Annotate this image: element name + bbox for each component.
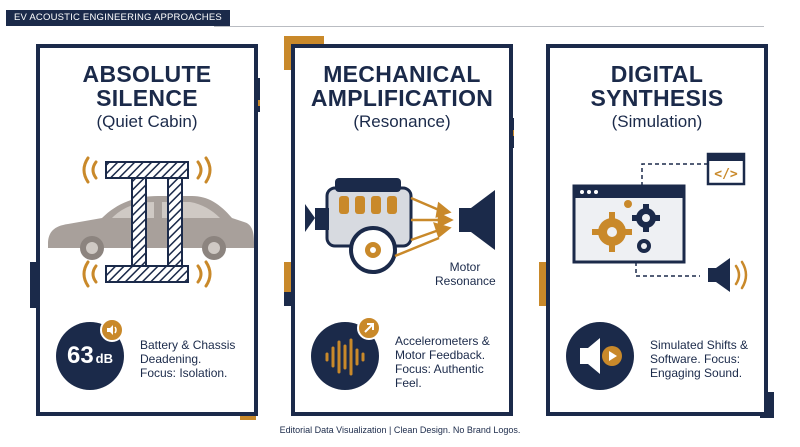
caption-line: Accelerometers & — [395, 334, 490, 348]
engine-resonance-illustration — [305, 178, 495, 274]
caption-line: Focus: Isolation. — [140, 366, 228, 380]
caption-line: Software. Focus: — [650, 352, 741, 366]
header-rule — [214, 26, 764, 27]
diagram-label-line: Resonance — [435, 274, 496, 288]
caption-line: Engaging Sound. — [650, 366, 743, 380]
software-simulation-illustration: </> — [572, 152, 748, 292]
panel-digital-synthesis: DIGITAL SYNTHESIS (Simulation) </> — [546, 44, 768, 416]
caption-line: Deadening. — [140, 352, 202, 366]
caption-line: Motor Feedback. — [395, 348, 486, 362]
decibel-unit: dB — [95, 351, 114, 366]
panel-title: AMPLIFICATION — [310, 85, 494, 111]
accent-bar — [284, 36, 324, 44]
code-icon: </> — [714, 167, 738, 182]
caption-line: Simulated Shifts & — [650, 338, 749, 352]
panel-subtitle: (Quiet Cabin) — [96, 112, 198, 131]
diagram-label-line: Motor — [449, 260, 481, 274]
caption-line: Feel. — [395, 376, 422, 390]
panel-subtitle: (Simulation) — [611, 112, 703, 131]
panel-caption: Battery & Chassis Deadening. Focus: Isol… — [140, 338, 235, 380]
header-tag: EV ACOUSTIC ENGINEERING APPROACHES — [6, 10, 230, 26]
panel-title: DIGITAL — [610, 61, 704, 87]
footer-note: Editorial Data Visualization | Clean Des… — [279, 425, 521, 435]
accent-bar — [284, 36, 292, 70]
speaker-play-icon — [580, 338, 622, 374]
panel-caption: Simulated Shifts & Software. Focus: Enga… — [650, 338, 748, 380]
panel-title: ABSOLUTE — [82, 61, 212, 87]
panel-title: SYNTHESIS — [590, 85, 724, 111]
panel-title: MECHANICAL — [323, 61, 481, 87]
panel-caption: Accelerometers & Motor Feedback. Focus: … — [395, 334, 490, 390]
speaker-icon — [100, 318, 124, 342]
decibel-value: 63 — [66, 342, 94, 369]
panel-title: SILENCE — [96, 85, 198, 111]
caption-line: Battery & Chassis — [140, 338, 236, 352]
panel-absolute-silence: ABSOLUTE SILENCE (Quiet Cabin) — [36, 44, 258, 416]
panel-subtitle: (Resonance) — [353, 112, 451, 131]
diagram-label: Motor Resonance — [435, 260, 496, 288]
waveform-icon — [325, 338, 365, 376]
audio-play-badge — [566, 322, 634, 390]
panel-mechanical-amplification: MECHANICAL AMPLIFICATION (Resonance) Mot… — [291, 44, 513, 416]
car-isolation-illustration — [48, 156, 254, 288]
arrow-up-right-icon — [357, 316, 381, 340]
caption-line: Focus: Authentic — [395, 362, 484, 376]
